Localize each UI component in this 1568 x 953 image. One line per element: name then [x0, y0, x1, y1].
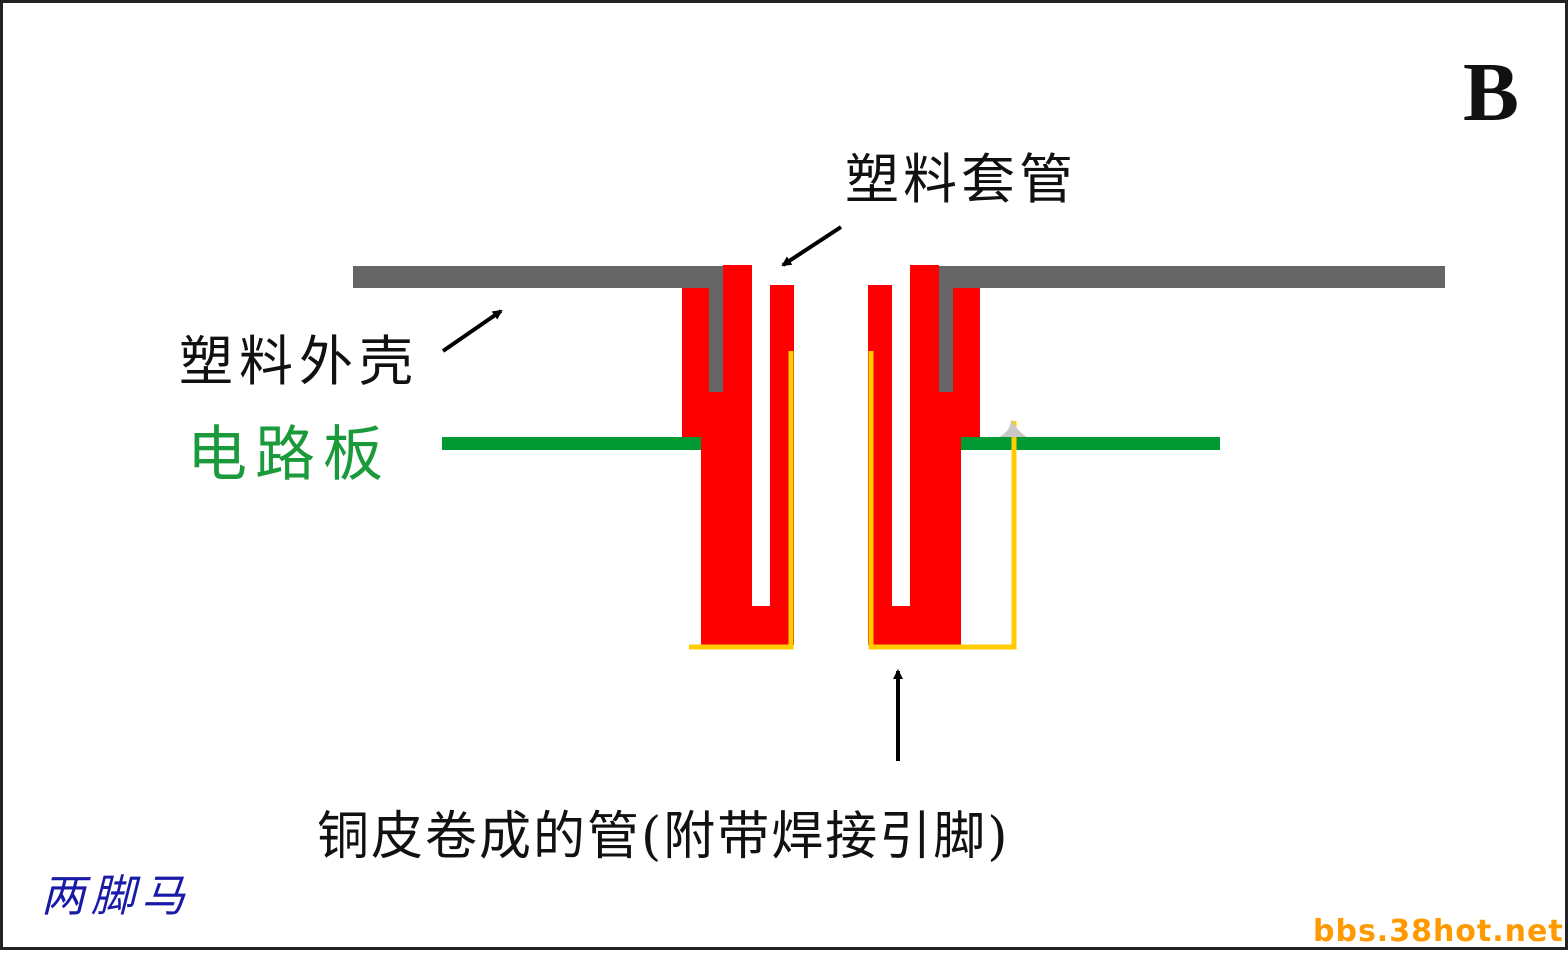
solder-lead-left: [689, 351, 794, 650]
cross-section-drawing: [353, 225, 1445, 761]
label-plastic-shell: 塑料外壳: [179, 330, 419, 393]
label-circuit-board: 电路板: [187, 420, 391, 490]
solder-lead-right: [868, 351, 1017, 650]
label-copper-tube: 铜皮卷成的管(附带焊接引脚): [317, 807, 1010, 867]
plastic-shell-right: [939, 266, 1445, 288]
plastic-shell-left-lip: [709, 266, 723, 392]
pcb-right: [961, 437, 1220, 450]
site-watermark: bbs.38hot.net: [1313, 914, 1564, 949]
pcb-left: [442, 437, 702, 450]
author-signature: 两脚马: [41, 871, 191, 922]
arrow-to-shell: [441, 309, 503, 353]
plastic-shell-right-lip: [939, 266, 953, 392]
label-plastic-sleeve: 塑料套管: [845, 148, 1077, 211]
solder-joint: [999, 419, 1027, 437]
copper-tube-left: [682, 265, 794, 645]
panel-letter: B: [1463, 46, 1520, 139]
copper-tube-right: [868, 265, 980, 645]
plastic-shell-left: [353, 266, 723, 288]
arrow-to-sleeve: [781, 225, 843, 267]
